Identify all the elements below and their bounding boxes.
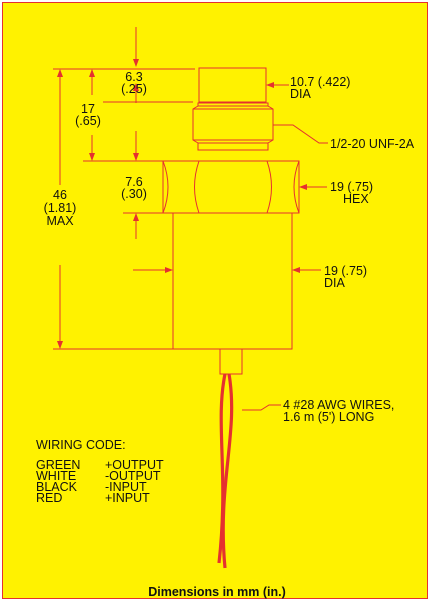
wire-color: GREEN [36, 458, 81, 472]
cable-boot [219, 348, 243, 375]
fitting-height-in: (.25) [121, 82, 147, 96]
wire-color: BLACK [36, 480, 77, 494]
sensor-outline-drawing [53, 27, 328, 569]
wires-spec-label: 4 #28 AWG WIRES, [283, 398, 395, 412]
wire-signal: +OUTPUT [105, 458, 164, 472]
body-diameter-label: 19 (.75) [324, 264, 368, 278]
thread-length-mm: 17 [81, 102, 95, 116]
drawing-panel: 6.3 (.25) 17 (.65) 7.6 (.30) 46 (1.81) M… [2, 2, 428, 599]
hex-size-unit: HEX [343, 192, 369, 206]
wire-color: WHITE [36, 469, 77, 483]
dimensions-caption: Dimensions in mm (in.) [148, 585, 286, 599]
body-diameter-unit: DIA [324, 276, 345, 290]
pressure-fitting [198, 67, 267, 103]
overall-length-mm: 46 [53, 188, 67, 202]
wire-signal: -INPUT [105, 480, 147, 494]
sensor-body [172, 212, 293, 350]
dim-hex-height [123, 131, 173, 239]
lead-wires [217, 373, 234, 569]
wire-signal: +INPUT [105, 491, 150, 505]
hex-height-in: (.30) [121, 187, 147, 201]
leader-lines [242, 82, 328, 411]
wiring-code-title: WIRING CODE: [36, 438, 126, 452]
fitting-height-mm: 6.3 [125, 70, 143, 84]
wires-length-label: 1.6 m (5') LONG [283, 410, 375, 424]
wire-signal: -OUTPUT [105, 469, 161, 483]
thread-spec-label: 1/2-20 UNF-2A [330, 137, 415, 151]
threaded-section [192, 102, 274, 151]
fitting-diameter-unit: DIA [290, 87, 311, 101]
overall-length-in: (1.81) [43, 201, 77, 215]
hex-nut [162, 160, 300, 214]
dim-fitting-height [83, 27, 195, 103]
overall-length-max: MAX [46, 214, 74, 228]
fitting-diameter-label: 10.7 (.422) [290, 75, 351, 89]
dim-thread-length [83, 69, 163, 162]
dim-body-diameter [133, 267, 321, 273]
wire-color: RED [36, 491, 63, 505]
hex-height-mm: 7.6 [125, 175, 143, 189]
hex-size-label: 19 (.75) [330, 180, 374, 194]
dim-overall-length [53, 68, 173, 350]
thread-length-in: (.65) [75, 114, 101, 128]
